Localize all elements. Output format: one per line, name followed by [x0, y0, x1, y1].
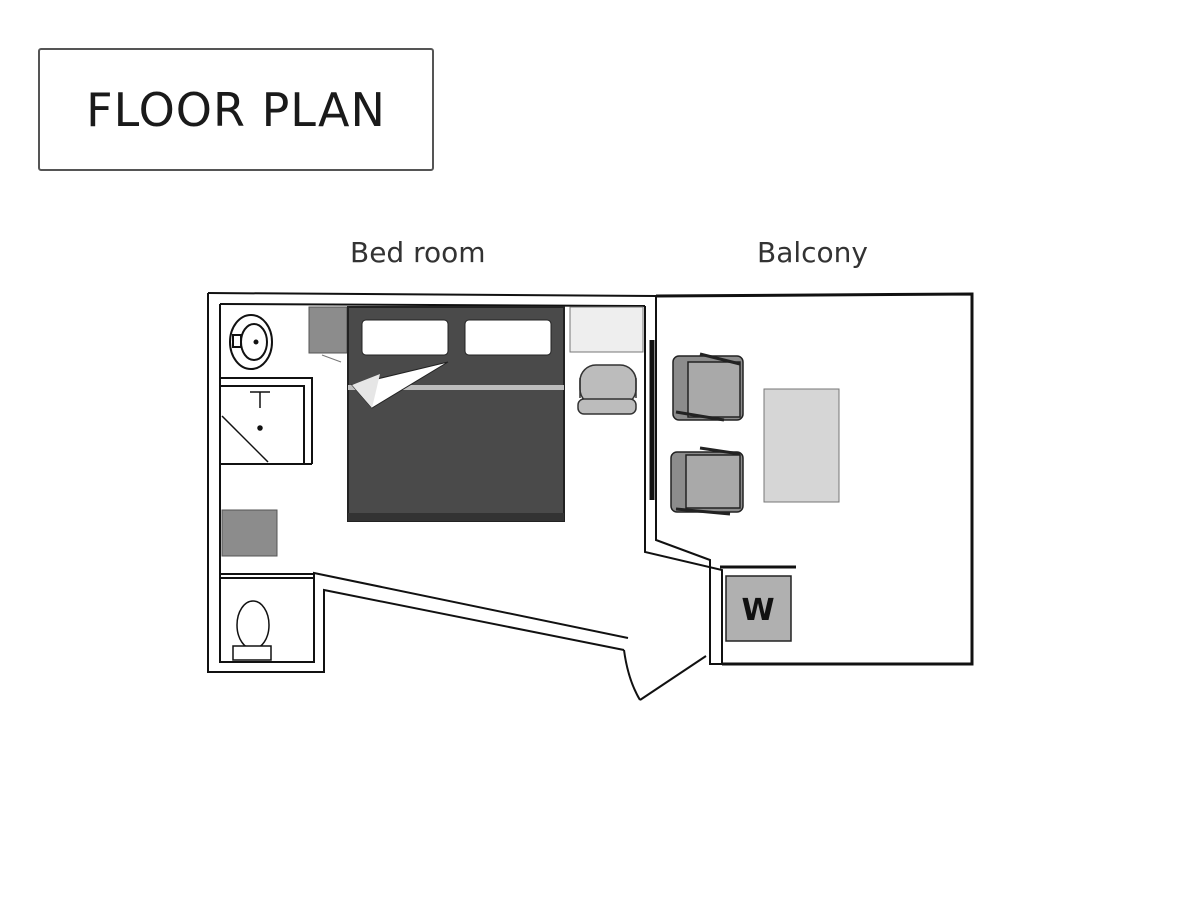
- floor-plan-title-box: FLOOR PLAN: [38, 48, 434, 171]
- bedroom-label: Bed room: [350, 236, 486, 269]
- desk-chair-icon: [577, 364, 637, 415]
- shower-icon: [221, 391, 270, 463]
- desk: [569, 306, 644, 353]
- bed-icon: [347, 306, 565, 522]
- partition-wall: [644, 296, 723, 665]
- bedroom-walls: [207, 292, 657, 673]
- washer-icon: W: [725, 575, 792, 642]
- sink-icon: [229, 314, 273, 370]
- toilet-icon: [232, 600, 272, 661]
- washer-label: W: [741, 593, 774, 628]
- floor-plan-title: FLOOR PLAN: [86, 82, 386, 137]
- armchair-bottom-icon: [670, 446, 744, 516]
- vanity-cabinet: [221, 509, 278, 557]
- nightstand-left: [308, 306, 348, 354]
- balcony-label: Balcony: [757, 236, 868, 269]
- balcony-table: [763, 388, 840, 503]
- armchair-top-icon: [672, 352, 744, 422]
- balcony-walls: [655, 292, 974, 666]
- entrance-door: [623, 649, 707, 701]
